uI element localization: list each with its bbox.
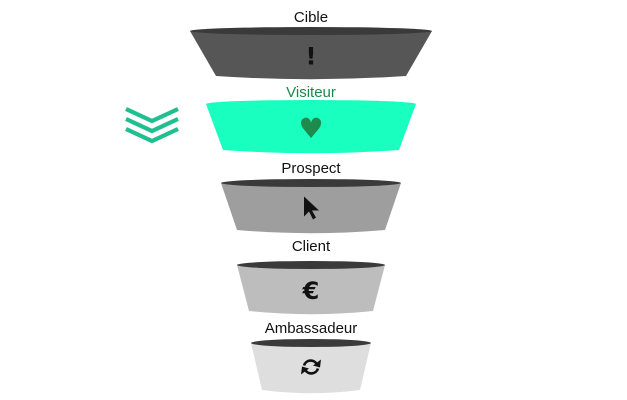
stage-label: Visiteur [286,84,336,101]
svg-text:€: € [302,277,320,305]
stage-body [190,31,432,80]
stage-rim [190,27,432,35]
euro-icon: € [302,277,320,305]
stage-label: Cible [294,9,328,26]
funnel-stage-ambassadeur: Ambassadeur [251,320,371,394]
chevrons-down-icon [125,107,179,144]
stage-rim [206,100,416,108]
refresh-icon [301,359,321,375]
stage-label: Prospect [281,160,341,177]
svg-text:!: ! [306,43,317,71]
exclamation-icon: ! [306,43,317,71]
stage-body [237,265,385,315]
active-stage-indicator [125,107,179,144]
stage-label: Ambassadeur [265,320,358,337]
svg-text:♥: ♥ [298,112,323,145]
stage-label: Client [292,238,331,255]
stage-rim [221,179,401,187]
funnel-stage-visiteur: Visiteur ♥ [206,84,416,154]
funnel-stage-client: Client € [237,238,385,315]
funnel-stage-cible: Cible! [190,9,432,80]
stage-body [251,343,371,394]
funnel-stage-prospect: Prospect [221,160,401,234]
stage-rim [251,339,371,347]
stage-body [206,104,416,154]
stage-rim [237,261,385,269]
cursor-arrow-icon [304,196,319,220]
heart-icon: ♥ [298,112,323,145]
